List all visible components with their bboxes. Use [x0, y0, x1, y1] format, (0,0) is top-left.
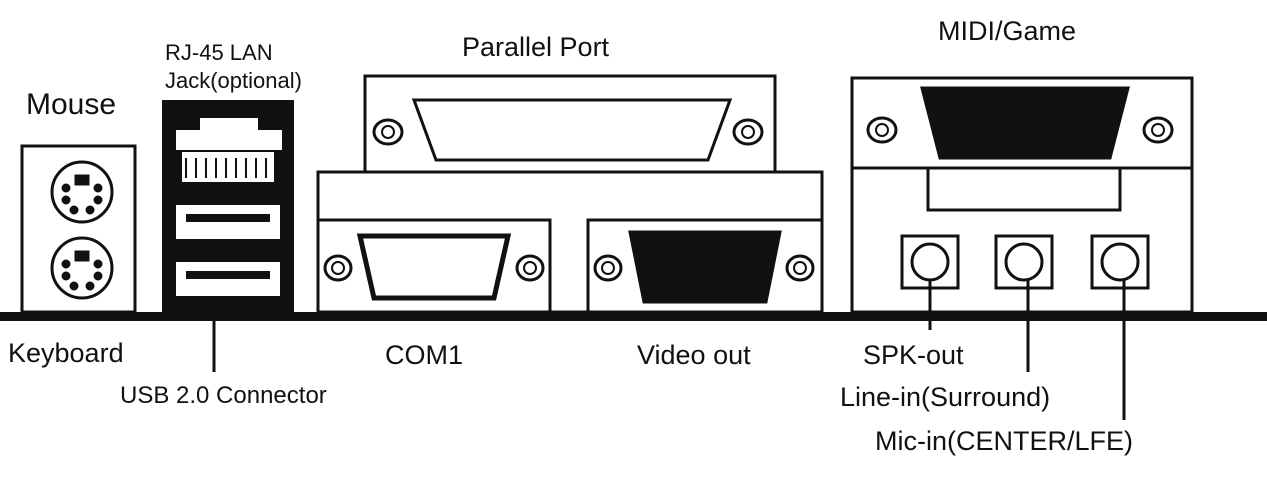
video-port: [586, 218, 824, 314]
midi-game-port: [850, 76, 1194, 212]
rj45-label-line2: Jack(optional): [165, 68, 302, 93]
line-in-jack: [994, 234, 1054, 290]
ps2-mouse-port: [50, 160, 114, 224]
com1-label: COM1: [385, 340, 464, 370]
panel-base-bar: [0, 312, 1267, 321]
rj45-jack: [176, 118, 282, 182]
keyboard-label: Keyboard: [8, 338, 124, 368]
midi-game-label: MIDI/Game: [938, 16, 1077, 46]
parallel-port-label: Parallel Port: [462, 32, 610, 62]
ps2-keyboard-port: [50, 236, 114, 300]
line-in-label: Line-in(Surround): [840, 382, 1051, 412]
spk-out-label: SPK-out: [863, 340, 964, 370]
usb-port-bottom: [176, 262, 280, 296]
video-out-label: Video out: [637, 340, 751, 370]
mic-in-jack: [1090, 234, 1150, 290]
usb-port-top: [176, 205, 280, 239]
ps2-bracket: [20, 144, 137, 314]
parallel-port: [363, 74, 777, 174]
lan-usb-block: [162, 100, 294, 312]
mouse-label: Mouse: [26, 88, 117, 121]
com1-port: [316, 218, 552, 314]
usb-label: USB 2.0 Connector: [120, 382, 327, 409]
rj45-label-line1: RJ-45 LAN: [165, 40, 273, 65]
mic-in-label: Mic-in(CENTER/LFE): [875, 426, 1134, 456]
